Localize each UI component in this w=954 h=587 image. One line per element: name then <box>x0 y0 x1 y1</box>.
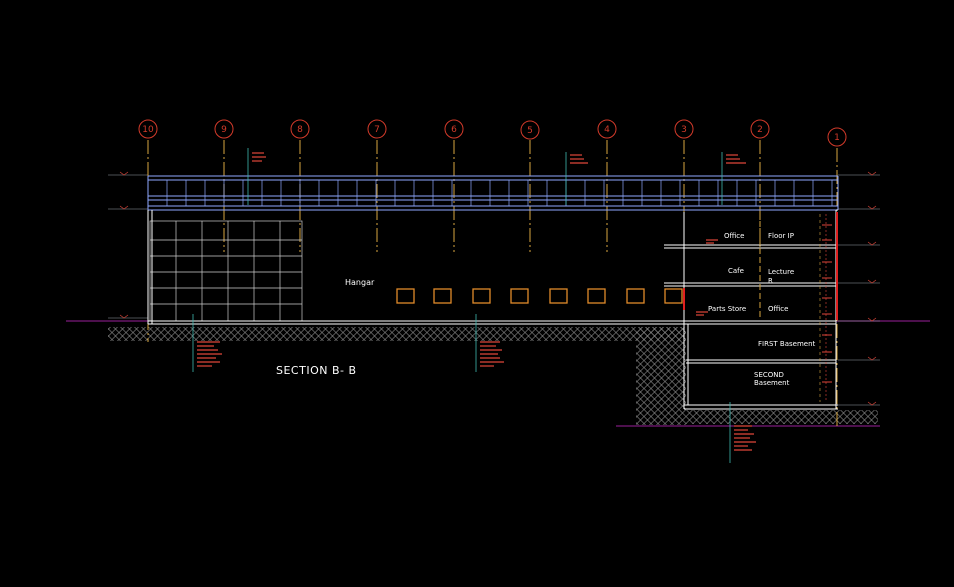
ground-hatch <box>108 327 878 425</box>
room-label-second: SECOND <box>754 371 784 379</box>
svg-text:6: 6 <box>451 125 457 135</box>
grid-axis-8: 8 <box>290 119 310 139</box>
svg-text:1: 1 <box>834 133 840 143</box>
room-label-parts-store: Parts Store <box>708 305 746 313</box>
grid-axis-4: 4 <box>597 119 617 139</box>
room-label-floor: Floor IP <box>768 232 794 240</box>
svg-text:3: 3 <box>681 125 687 135</box>
floor-slabs <box>147 210 838 410</box>
roof-truss <box>147 175 839 211</box>
svg-text:4: 4 <box>604 125 610 135</box>
level-lines <box>108 174 880 406</box>
hangar-door <box>149 220 303 322</box>
grid-axis-9: 9 <box>214 119 234 139</box>
room-label-r: R <box>768 277 773 285</box>
svg-text:2: 2 <box>757 125 763 135</box>
hangar-label: Hangar <box>345 278 375 287</box>
truss-verticals <box>147 180 833 206</box>
stair-ticks <box>822 224 832 383</box>
annotation-notes <box>197 152 756 451</box>
grid-axis-bubbles: 10 9 8 7 6 5 4 3 2 1 <box>138 119 847 147</box>
grid-axis-7: 7 <box>367 119 387 139</box>
svg-text:5: 5 <box>527 126 533 136</box>
stair-column <box>683 212 838 402</box>
room-label-office-lower: Office <box>768 305 788 313</box>
section-title: SECTION B- B <box>276 364 357 377</box>
grid-axis-2: 2 <box>750 119 770 139</box>
room-label-cafe: Cafe <box>728 267 744 275</box>
grid-axis-5: 5 <box>520 120 540 140</box>
room-labels: Office Floor IP Cafe Lecture R Parts Sto… <box>708 232 816 387</box>
room-label-basement: Basement <box>754 379 790 387</box>
level-markers <box>119 171 877 406</box>
room-label-lecture: Lecture <box>768 268 794 276</box>
clerestory-windows <box>396 288 683 304</box>
svg-text:10: 10 <box>142 125 154 135</box>
room-label-first-basement: FIRST Basement <box>758 340 816 348</box>
room-label-office-upper: Office <box>724 232 744 240</box>
grid-axis-3: 3 <box>674 119 694 139</box>
svg-text:9: 9 <box>221 125 227 135</box>
grid-axis-6: 6 <box>444 119 464 139</box>
svg-text:7: 7 <box>374 125 380 135</box>
svg-text:8: 8 <box>297 125 303 135</box>
grid-axis-1: 1 <box>827 127 847 147</box>
grid-axis-10: 10 <box>138 119 158 139</box>
annotation-leaders <box>192 148 731 463</box>
